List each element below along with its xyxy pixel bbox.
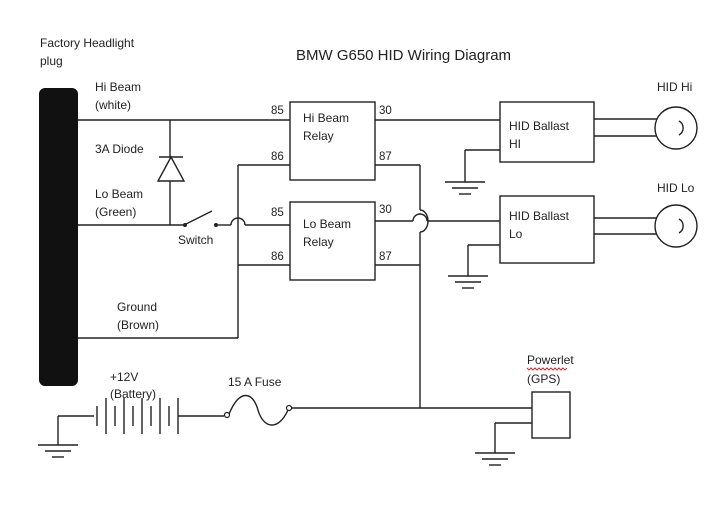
switch-contact-right	[214, 223, 218, 227]
ballast-lo-label-line2: Lo	[509, 227, 523, 241]
ground-label-line2: (Brown)	[117, 318, 159, 332]
switch-label: Switch	[178, 233, 213, 247]
fuse-terminal-right	[285, 404, 293, 412]
hid-lo-bulb-arc	[678, 218, 684, 234]
hid-hi-bulb-arc	[678, 120, 684, 136]
switch-blade	[185, 210, 213, 225]
diode-symbol	[156, 155, 186, 182]
lo-relay-label-line1: Lo Beam	[303, 217, 351, 231]
lo-relay-pin-86: 86	[271, 251, 284, 263]
hi-relay-label-line1: Hi Beam	[303, 111, 349, 125]
lo-30-crossover-hop	[412, 213, 428, 222]
ballast-lo-label-line1: HID Ballast	[509, 209, 570, 223]
ground-label-line1: Ground	[117, 300, 157, 314]
hi-beam-label-line1: Hi Beam	[95, 80, 141, 94]
plug-label-line2: plug	[40, 54, 63, 68]
hid-ballast-lo	[499, 195, 595, 264]
fuse-terminal-left	[223, 411, 231, 419]
hi-relay-pin-87: 87	[379, 151, 392, 163]
hi-relay-pin-85: 85	[271, 105, 284, 117]
hi-relay-pin-86: 86	[271, 151, 284, 163]
lo-beam-relay	[289, 201, 376, 281]
hid-lo-bulb	[654, 204, 698, 248]
hi-relay-pin-30: 30	[379, 105, 392, 117]
lo-beam-label-line2: (Green)	[95, 205, 136, 219]
diagram-title: BMW G650 HID Wiring Diagram	[296, 47, 511, 64]
plug-label-line1: Factory Headlight	[40, 36, 135, 50]
lo-relay-pin-85: 85	[271, 207, 284, 219]
battery-label-line2: (Battery)	[110, 387, 156, 401]
spellcheck-squiggle	[526, 367, 568, 371]
fuse-element	[228, 394, 289, 426]
diode-label: 3A Diode	[95, 142, 144, 156]
hid-ballast-hi	[499, 101, 595, 163]
ballast-hi-label-line1: HID Ballast	[509, 119, 570, 133]
hid-hi-bulb	[654, 106, 698, 150]
hi-beam-relay	[289, 101, 376, 181]
battery-cells	[96, 398, 179, 434]
hid-lo-label: HID Lo	[657, 181, 695, 195]
fuse-label: 15 A Fuse	[228, 375, 282, 389]
powerlet-label-line2: (GPS)	[527, 372, 560, 386]
powerlet-socket	[531, 391, 571, 439]
hi-beam-label-line2: (white)	[95, 98, 131, 112]
power-bus-crossover-arc	[419, 209, 429, 233]
lo-beam-label-line1: Lo Beam	[95, 187, 143, 201]
hi-relay-label-line2: Relay	[303, 129, 334, 143]
powerlet-label-line1: Powerlet	[527, 353, 574, 367]
lo-relay-label-line2: Relay	[303, 235, 334, 249]
lo-relay-pin-30: 30	[379, 204, 392, 216]
lo-relay-pin-87: 87	[379, 251, 392, 263]
factory-headlight-plug	[39, 88, 78, 386]
hid-hi-label: HID Hi	[657, 80, 692, 94]
battery-label-line1: +12V	[110, 370, 138, 384]
ballast-hi-label-line2: HI	[509, 137, 521, 151]
